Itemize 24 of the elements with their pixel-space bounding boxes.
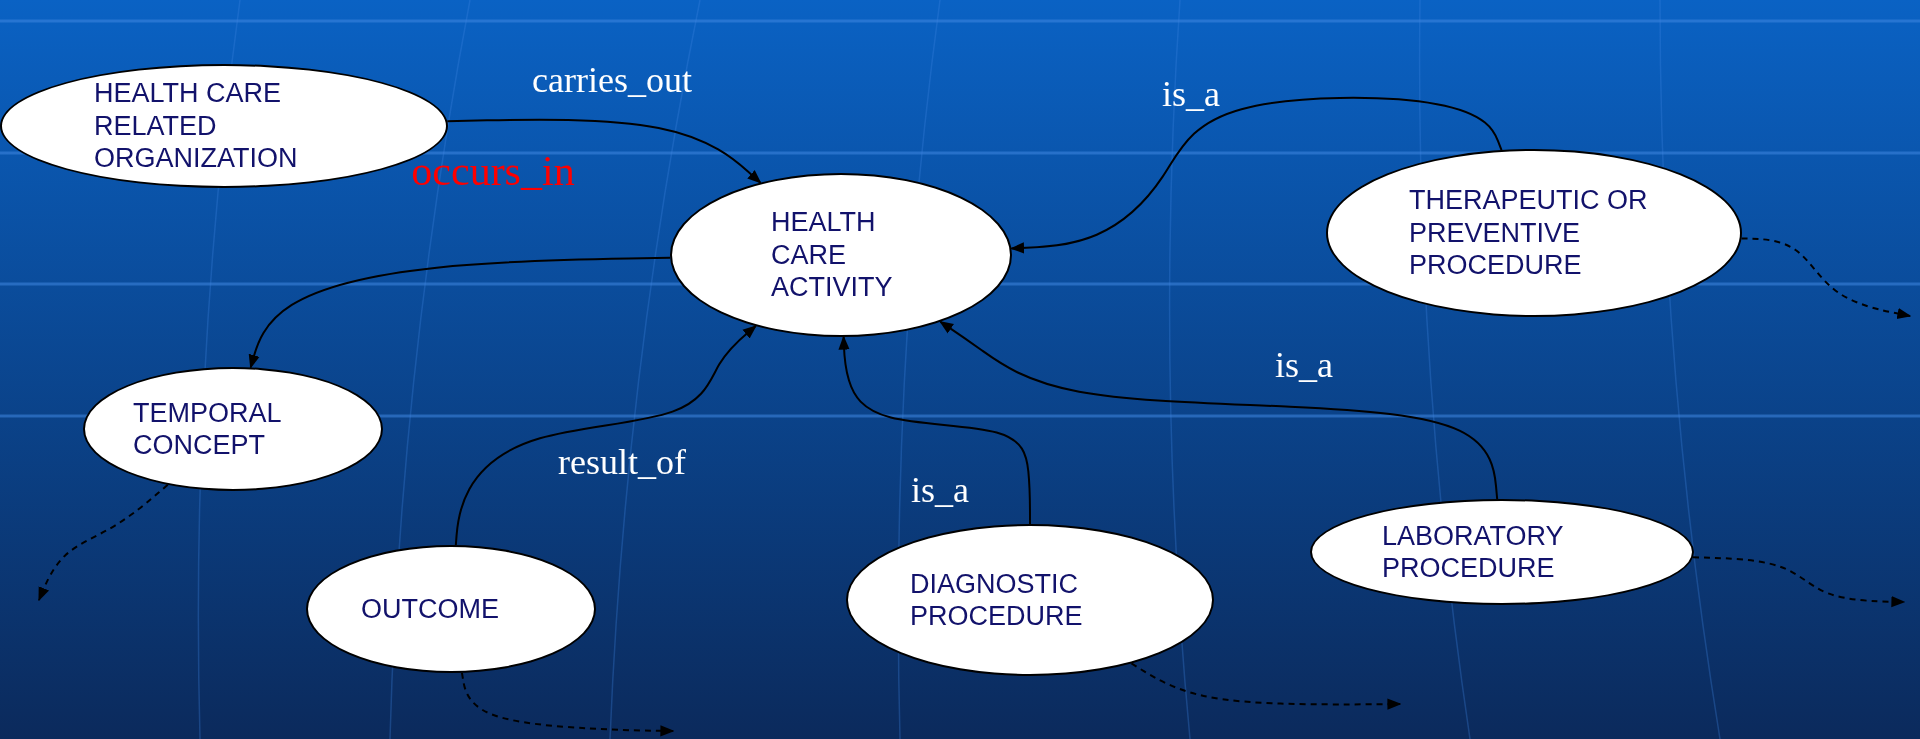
edge-label: is_a bbox=[911, 469, 969, 511]
node-label: HEALTH CARE ACTIVITY bbox=[771, 206, 894, 304]
arrow bbox=[1130, 662, 1402, 710]
arrow bbox=[460, 671, 675, 737]
edge-label: result_of bbox=[558, 441, 686, 483]
node-label: LABORATORY PROCEDURE bbox=[1382, 519, 1565, 585]
arrow bbox=[1740, 237, 1912, 319]
arrow bbox=[454, 325, 757, 547]
arrow bbox=[446, 118, 762, 184]
node-label: TEMPORAL CONCEPT bbox=[133, 396, 282, 462]
arrow bbox=[1692, 556, 1906, 608]
node-label: OUTCOME bbox=[361, 592, 500, 626]
arrow bbox=[38, 483, 169, 602]
arrow bbox=[838, 335, 1031, 525]
relation-label: occurs_in bbox=[411, 147, 575, 195]
arrow bbox=[939, 320, 1499, 500]
edge-label: is_a bbox=[1162, 73, 1220, 115]
arrow bbox=[1010, 96, 1503, 254]
node-label: HEALTH CARE RELATED ORGANIZATION bbox=[94, 77, 299, 175]
node-label: DIAGNOSTIC PROCEDURE bbox=[910, 567, 1084, 633]
edge-label: carries_out bbox=[532, 59, 692, 101]
node-label: THERAPEUTIC OR PREVENTIVE PROCEDURE bbox=[1409, 184, 1649, 282]
arrow bbox=[248, 256, 672, 369]
edge-label: is_a bbox=[1275, 344, 1333, 386]
